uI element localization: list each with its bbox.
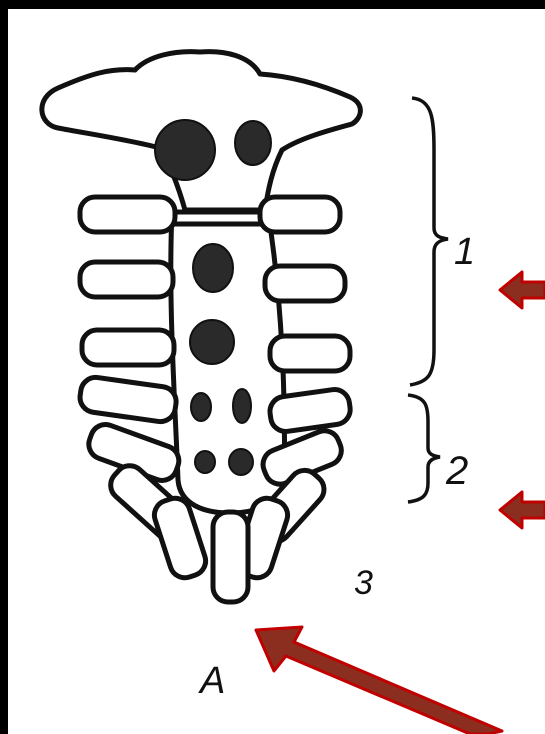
arrow-to-region-1 <box>500 272 545 308</box>
arrow-to-tail <box>256 627 502 734</box>
appendage-right-2 <box>265 266 345 301</box>
label-region-3: 3 <box>354 564 373 602</box>
spot <box>191 393 211 421</box>
brace-region-2 <box>408 395 440 502</box>
appendage-left-3 <box>82 330 174 365</box>
appendage-left-4 <box>78 375 178 423</box>
spot <box>235 121 271 165</box>
spot <box>195 451 215 473</box>
appendage-right-1 <box>260 197 340 232</box>
spot <box>155 120 215 180</box>
spot <box>190 320 234 364</box>
appendage-left-1 <box>80 197 175 232</box>
label-panel: A <box>198 660 225 702</box>
appendage-right-3 <box>270 336 350 371</box>
brace-region-1 <box>410 98 448 385</box>
appendage-tail <box>213 512 248 602</box>
label-region-2: 2 <box>445 449 468 493</box>
spot <box>233 389 251 423</box>
appendage-left-2 <box>80 262 173 297</box>
spot <box>193 244 233 292</box>
arrow-to-region-2 <box>500 492 545 528</box>
label-region-1: 1 <box>454 231 475 273</box>
spot <box>229 449 253 475</box>
